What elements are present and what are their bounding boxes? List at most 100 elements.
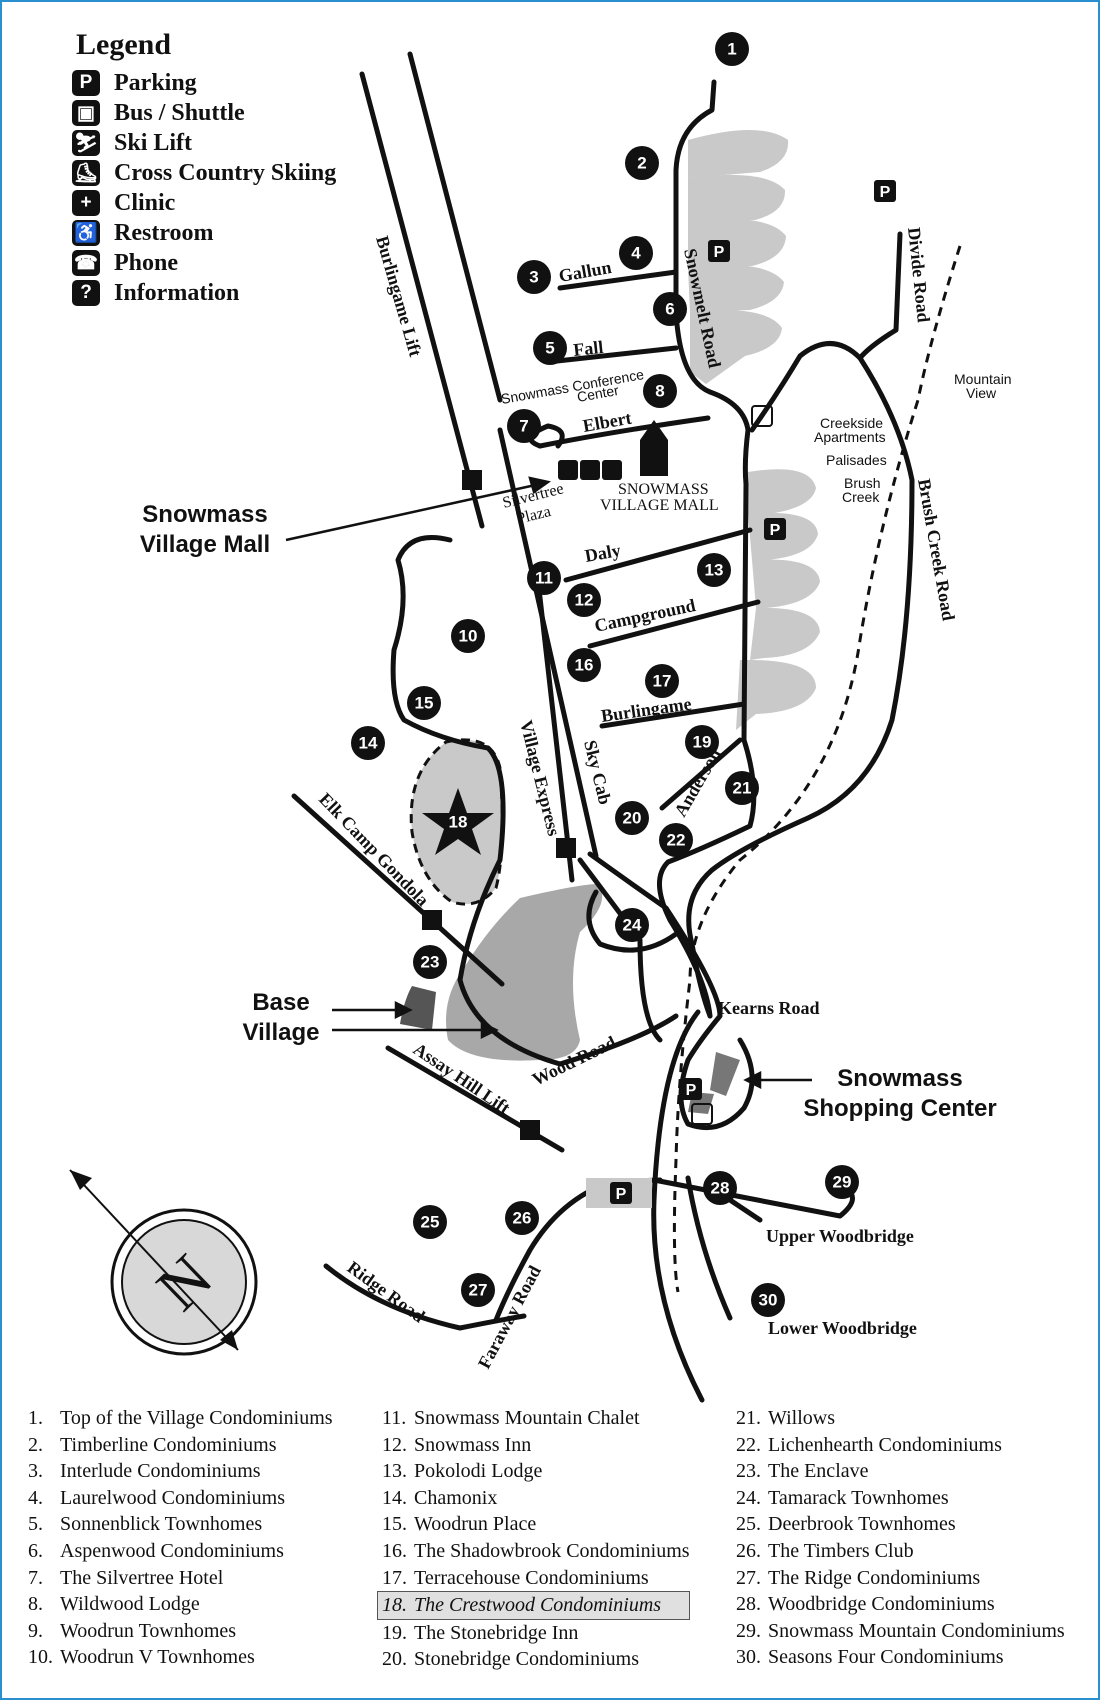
index-item[interactable]: 23.The Enclave — [736, 1460, 869, 1483]
svg-text:28: 28 — [711, 1179, 730, 1198]
marker-11[interactable]: 11 — [527, 561, 561, 595]
callout-base-village: Base Village — [226, 988, 336, 1048]
marker-8[interactable]: 8 — [643, 374, 677, 408]
index-item[interactable]: 7.The Silvertree Hotel — [28, 1566, 224, 1589]
marker-5[interactable]: 5 — [533, 331, 567, 365]
marker-29[interactable]: 29 — [825, 1165, 859, 1199]
marker-3[interactable]: 3 — [517, 260, 551, 294]
index-item[interactable]: 17.Terracehouse Condominiums — [382, 1566, 649, 1589]
index-item-highlighted[interactable]: 18.The Crestwood Condominiums — [377, 1591, 690, 1620]
index-item[interactable]: 8.Wildwood Lodge — [28, 1593, 200, 1616]
index-item[interactable]: 20.Stonebridge Condominiums — [382, 1648, 639, 1671]
marker-1[interactable]: 1 — [715, 32, 749, 66]
index-item[interactable]: 11.Snowmass Mountain Chalet — [382, 1407, 640, 1429]
road-label-ridge: Ridge Road — [344, 1257, 429, 1326]
marker-28[interactable]: 28 — [703, 1171, 737, 1205]
index-item[interactable]: 12.Snowmass Inn — [382, 1433, 532, 1456]
creekside-label-1: Creekside — [820, 415, 883, 431]
marker-20[interactable]: 20 — [615, 801, 649, 835]
legend-label: Information — [114, 279, 240, 306]
mountain-view-label-1: Mountain — [954, 371, 1012, 387]
index-item[interactable]: 14.Chamonix — [382, 1486, 498, 1509]
compass-rose: N — [69, 1169, 258, 1356]
mall-label-1: SNOWMASS — [618, 481, 709, 498]
marker-15[interactable]: 15 — [407, 686, 441, 720]
index-item[interactable]: 26.The Timbers Club — [736, 1539, 914, 1562]
marker-22[interactable]: 22 — [659, 823, 693, 857]
svg-text:21: 21 — [733, 779, 752, 798]
callout-line: Village — [242, 1019, 320, 1046]
marker-7[interactable]: 7 — [507, 409, 541, 443]
marker-10[interactable]: 10 — [451, 619, 485, 653]
index-item[interactable]: 25.Deerbrook Townhomes — [736, 1513, 956, 1536]
index-item[interactable]: 24.Tamarack Townhomes — [736, 1486, 949, 1509]
crestwood-star — [422, 788, 494, 855]
svg-text:30: 30 — [759, 1291, 778, 1310]
marker-25[interactable]: 25 — [413, 1205, 447, 1239]
marker-23[interactable]: 23 — [413, 945, 447, 979]
mountain-view-label-2: View — [966, 385, 997, 401]
index-item[interactable]: 2.Timberline Condominiums — [28, 1433, 277, 1456]
svg-text:27: 27 — [469, 1281, 488, 1300]
index-item[interactable]: 30.Seasons Four Condominiums — [736, 1646, 1004, 1669]
road-label-upper-woodbridge: Upper Woodbridge — [766, 1226, 914, 1246]
svg-text:26: 26 — [513, 1209, 532, 1228]
palisades-label: Palisades — [826, 452, 887, 468]
marker-16[interactable]: 16 — [567, 648, 601, 682]
svg-text:16: 16 — [575, 656, 594, 675]
callout-line: Snowmass — [837, 1065, 963, 1092]
index-item[interactable]: 15.Woodrun Place — [382, 1513, 537, 1536]
marker-21[interactable]: 21 — [725, 771, 759, 805]
index-item[interactable]: 5.Sonnenblick Townhomes — [28, 1513, 263, 1536]
index-item[interactable]: 9.Woodrun Townhomes — [28, 1619, 237, 1642]
marker-6[interactable]: 6 — [653, 292, 687, 326]
svg-text:24: 24 — [623, 916, 642, 935]
index-item[interactable]: 16.The Shadowbrook Condominiums — [382, 1539, 690, 1562]
marker-26[interactable]: 26 — [505, 1201, 539, 1235]
svg-text:19: 19 — [693, 733, 712, 752]
marker-13[interactable]: 13 — [697, 553, 731, 587]
index-item[interactable]: 19.The Stonebridge Inn — [382, 1621, 579, 1644]
marker-18[interactable]: 18 — [449, 813, 468, 832]
svg-text:25: 25 — [421, 1213, 440, 1232]
marker-24[interactable]: 24 — [615, 908, 649, 942]
legend-label: Cross Country Skiing — [114, 159, 337, 186]
marker-14[interactable]: 14 — [351, 726, 385, 760]
index-item[interactable]: 22.Lichenhearth Condominiums — [736, 1433, 1002, 1456]
nordic-trail — [672, 245, 962, 1293]
index-item[interactable]: 27.The Ridge Condominiums — [736, 1566, 981, 1589]
marker-4[interactable]: 4 — [619, 236, 653, 270]
road-label-kearns: Kearns Road — [718, 998, 820, 1018]
creekside-label-2: Apartments — [814, 429, 886, 445]
legend-item-information: ?Information — [72, 278, 372, 308]
svg-text:6: 6 — [665, 300, 674, 319]
index-item[interactable]: 3.Interlude Condominiums — [28, 1460, 261, 1483]
svg-text:3: 3 — [529, 268, 538, 287]
svg-text:2: 2 — [637, 154, 646, 173]
brush-creek-label-1: Brush — [844, 475, 881, 491]
svg-text:P: P — [714, 244, 725, 261]
marker-12[interactable]: 12 — [567, 583, 601, 617]
index-item[interactable]: 29.Snowmass Mountain Condominiums — [736, 1619, 1065, 1642]
index-item[interactable]: 10.Woodrun V Townhomes — [28, 1646, 255, 1669]
marker-19[interactable]: 19 — [685, 725, 719, 759]
index-item[interactable]: 21.Willows — [736, 1407, 835, 1429]
marker-27[interactable]: 27 — [461, 1273, 495, 1307]
index-item[interactable]: 4.Laurelwood Condominiums — [28, 1486, 285, 1509]
parking-markers: P P P P P — [586, 180, 896, 1208]
mall-services — [558, 420, 668, 480]
index-item[interactable]: 28.Woodbridge Condominiums — [736, 1593, 995, 1616]
marker-2[interactable]: 2 — [625, 146, 659, 180]
marker-17[interactable]: 17 — [645, 664, 679, 698]
index-item[interactable]: 13.Pokolodi Lodge — [382, 1460, 543, 1483]
enclave-building — [400, 986, 436, 1030]
roads — [323, 79, 915, 1403]
marker-30[interactable]: 30 — [751, 1283, 785, 1317]
index-item[interactable]: 6.Aspenwood Condominiums — [28, 1539, 284, 1562]
legend-item-phone: ☎Phone — [72, 248, 372, 278]
base-village-area — [446, 884, 603, 1061]
index-item[interactable]: 1.Top of the Village Condominiums — [28, 1407, 333, 1429]
